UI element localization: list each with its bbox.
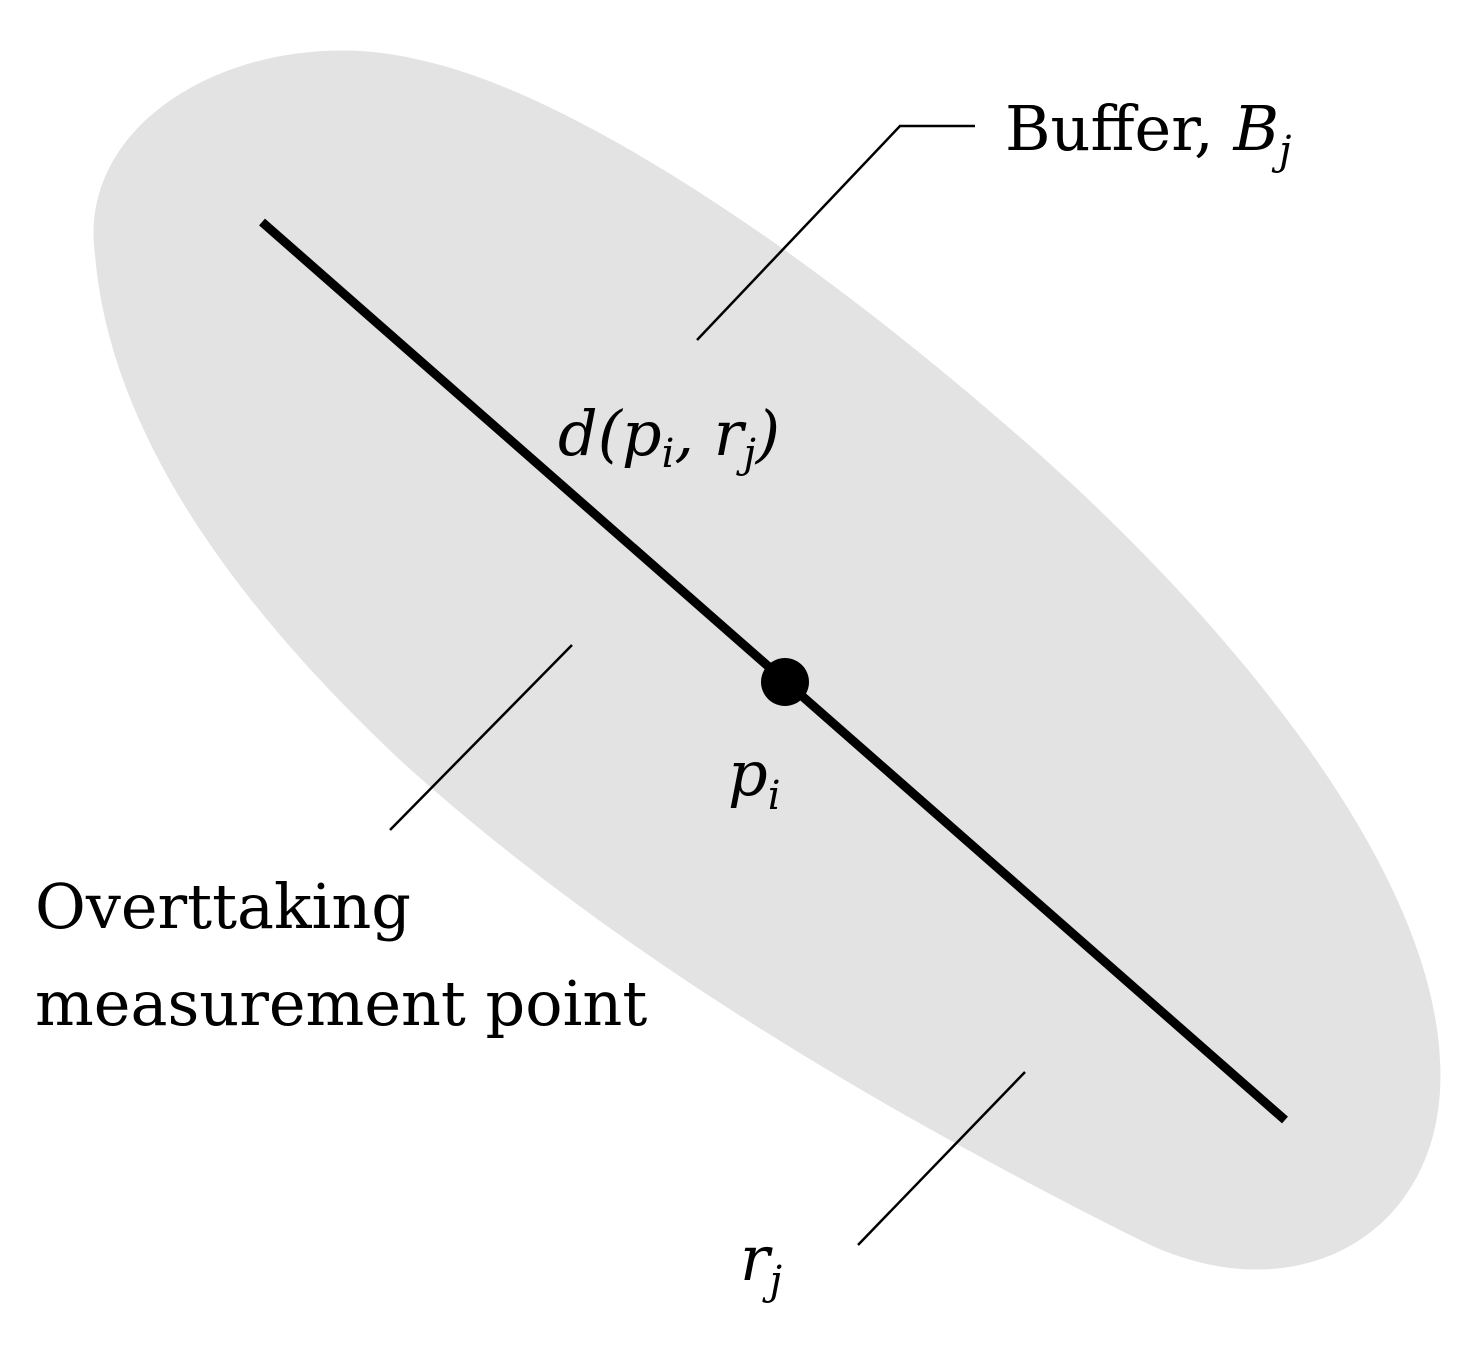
distance-label: d(pi, rj) (558, 397, 780, 477)
point-label-subscript: i (768, 773, 781, 819)
buffer-leader-line (696, 124, 975, 341)
point-label-symbol: p (728, 737, 768, 810)
overtaking-label-line2: measurement point (35, 967, 647, 1040)
route-leader-line (857, 1071, 1026, 1246)
distance-label-subscript-i: i (662, 431, 675, 477)
point-label: pi (728, 737, 781, 819)
measurement-point (761, 658, 809, 706)
route-label: rj (740, 1222, 782, 1304)
route-label-symbol: r (740, 1222, 773, 1295)
buffer-label: Buffer, Bj (1005, 92, 1291, 174)
buffer-label-symbol: B (1232, 92, 1279, 165)
overtaking-leader-line (389, 644, 573, 831)
distance-label-suffix: ) (754, 397, 780, 470)
distance-label-mid: , r (674, 397, 746, 470)
distance-label-prefix: d(p (558, 397, 662, 470)
buffer-label-text: Buffer, (1005, 92, 1233, 165)
overtaking-label-line1: Overttaking (35, 870, 411, 943)
